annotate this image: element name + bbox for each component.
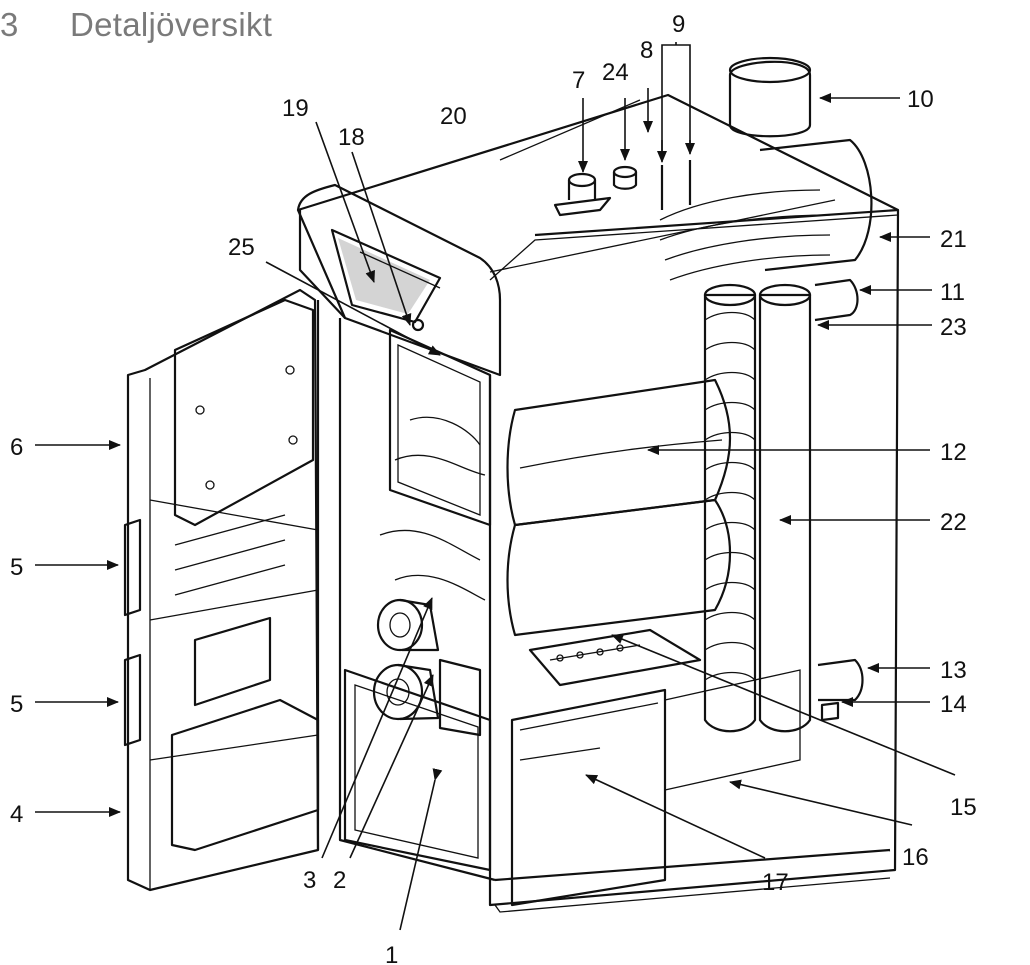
callout-25: 25: [228, 234, 255, 261]
callout-5-upper: 5: [10, 554, 23, 581]
leader-3: [321, 597, 433, 859]
section-number: 3: [0, 6, 19, 43]
callout-6: 6: [10, 434, 23, 461]
callout-4: 4: [10, 801, 23, 828]
leader-18: [351, 151, 412, 326]
callout-9: 9: [672, 11, 685, 38]
callout-16: 16: [902, 844, 929, 871]
callout-17: 17: [762, 869, 789, 896]
leader-25: [265, 261, 441, 356]
callout-19: 19: [282, 95, 309, 122]
section-title: Detaljöversikt: [70, 6, 273, 43]
callout-10: 10: [907, 86, 934, 113]
callout-14: 14: [940, 691, 967, 718]
callout-20: 20: [440, 103, 467, 130]
callout-5-lower: 5: [10, 691, 23, 718]
callout-labels: 1 2 3 4 5 5 6 7 8 9 10 11 12 13 14 15 16…: [10, 11, 977, 965]
callout-21: 21: [940, 226, 967, 253]
callout-3: 3: [303, 867, 316, 894]
leader-19: [315, 121, 375, 283]
leader-17: [585, 774, 766, 859]
convection-tubes: [703, 283, 812, 733]
leader-2: [349, 674, 434, 859]
callout-15: 15: [950, 794, 977, 821]
leader-15: [611, 634, 956, 776]
callout-12: 12: [940, 439, 967, 466]
callout-23: 23: [940, 314, 967, 341]
boiler-illustration: [123, 56, 900, 913]
callout-13: 13: [940, 657, 967, 684]
callout-8: 8: [640, 37, 653, 64]
boiler-door: [123, 288, 320, 892]
leader-1: [399, 768, 443, 931]
callout-22: 22: [940, 509, 967, 536]
blower-motors: [372, 598, 482, 737]
leader-9: [661, 44, 691, 160]
callout-2: 2: [333, 867, 346, 894]
callout-18: 18: [338, 124, 365, 151]
callout-24: 24: [602, 59, 629, 86]
callout-1: 1: [385, 942, 398, 965]
leader-16: [729, 779, 913, 826]
callout-11: 11: [940, 279, 965, 306]
section-heading: 3 Detaljöversikt: [0, 0, 272, 50]
callout-leaders: [35, 42, 956, 931]
callout-7: 7: [572, 67, 585, 94]
